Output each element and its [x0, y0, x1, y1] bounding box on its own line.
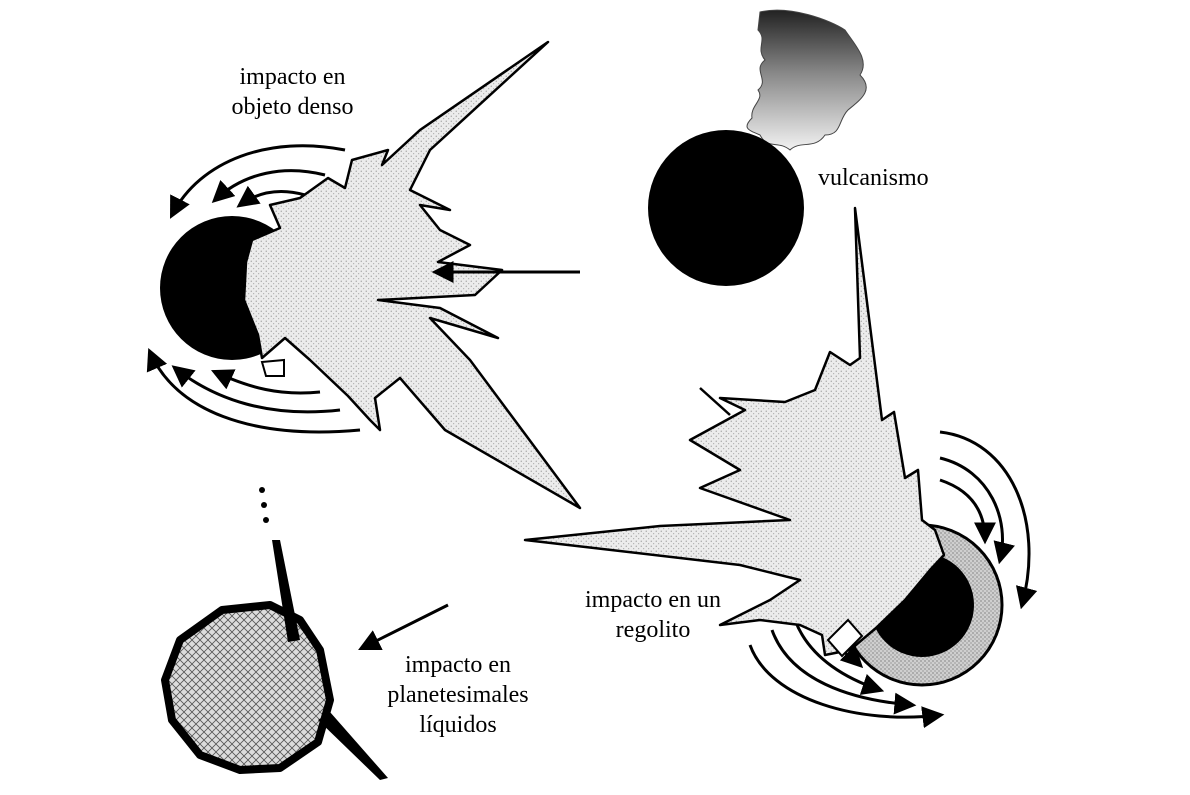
- label-liquid-impact: impacto en planetesimales líquidos: [368, 650, 548, 740]
- dense-impact-projectile-stub: [262, 360, 284, 376]
- volcanism-group: [648, 10, 866, 286]
- label-regolith-impact-line-1: impacto en un: [548, 585, 758, 615]
- label-regolith-impact-line-2: regolito: [548, 615, 758, 645]
- volcanic-body: [648, 130, 804, 286]
- label-dense-impact: impacto en objeto denso: [205, 62, 380, 122]
- label-dense-impact-line-2: objeto denso: [205, 92, 380, 122]
- label-volcanism: vulcanismo: [818, 163, 958, 193]
- liquid-impact-incoming-arrow: [362, 605, 448, 648]
- label-liquid-impact-line-2: planetesimales: [368, 680, 548, 710]
- label-regolith-impact: impacto en un regolito: [548, 585, 758, 645]
- label-dense-impact-line-1: impacto en: [205, 62, 380, 92]
- ellipsis-dots: [259, 487, 269, 523]
- liquid-planetesimal: [165, 605, 330, 770]
- label-liquid-impact-line-3: líquidos: [368, 710, 548, 740]
- volcanic-plume: [747, 10, 866, 150]
- label-volcanism-text: vulcanismo: [818, 163, 958, 193]
- label-liquid-impact-line-1: impacto en: [368, 650, 548, 680]
